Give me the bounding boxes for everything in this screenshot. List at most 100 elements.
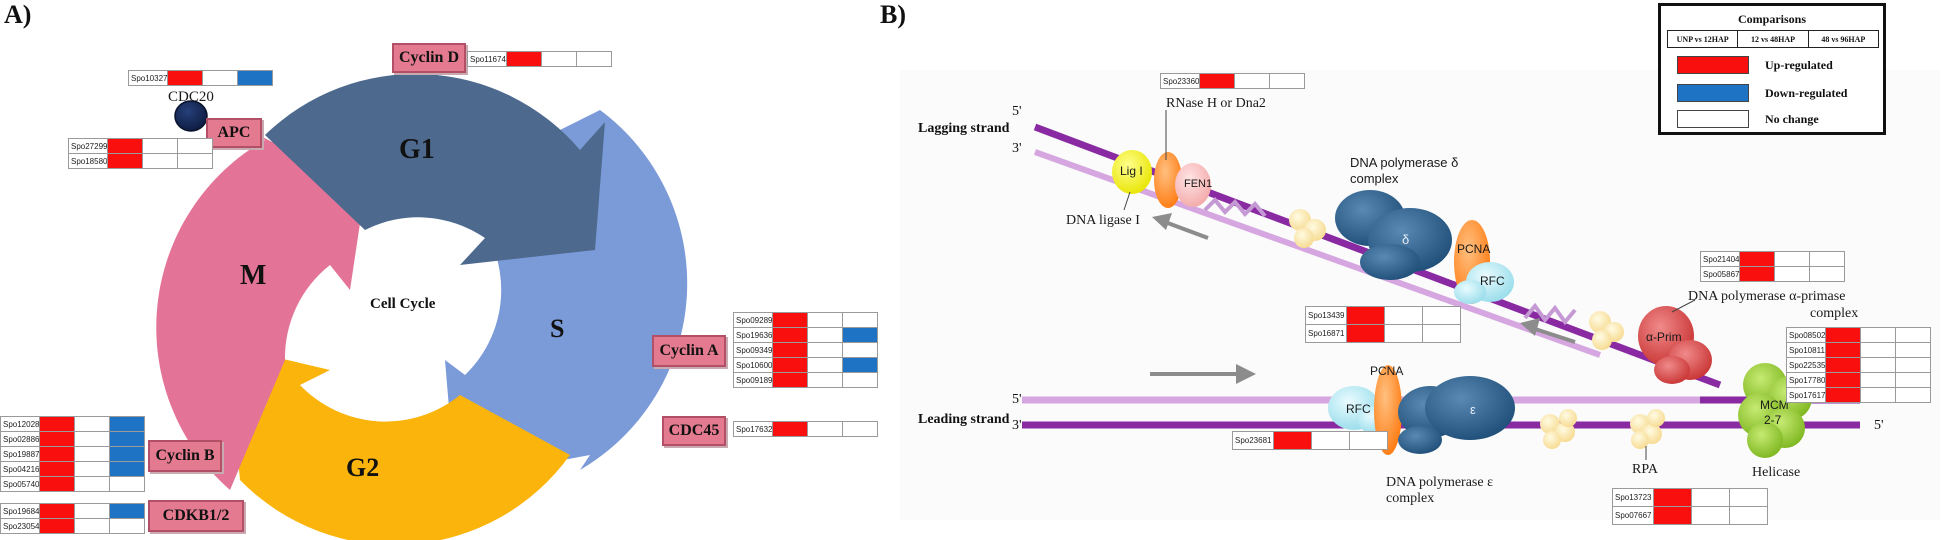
expression-cell-none (1384, 324, 1423, 343)
leading-3prime: 3' (1012, 418, 1022, 433)
legend-column-3: 48 vs 96HAP (1821, 34, 1866, 44)
expression-cell-none (1311, 431, 1350, 450)
gene-id: Spo18580 (67, 153, 109, 169)
cyclin-d-label: Cyclin D (392, 43, 466, 73)
gene-id: Spo05867 (1699, 266, 1741, 282)
gene-id: Spo13723 (1612, 488, 1654, 507)
expression-cell-up (39, 503, 76, 519)
gene-row: Spo13723 (1612, 488, 1768, 507)
expression-cell-none (142, 153, 179, 169)
delta-symbol: δ (1402, 232, 1410, 247)
phase-g1-label: G1 (399, 134, 435, 165)
expression-cell-none (1422, 306, 1461, 325)
expression-cell-none (1860, 387, 1897, 403)
cdc20-expression-table: Spo10327 (127, 70, 274, 86)
gene-id: Spo23360 (1159, 73, 1201, 89)
expression-cell-none (177, 138, 214, 154)
expression-cell-down (237, 70, 274, 86)
mcm-label-2: 2-7 (1764, 413, 1782, 427)
cyclin-a-label: Cyclin A (652, 335, 726, 367)
gene-id: Spo19684 (0, 503, 41, 519)
expression-cell-none (1895, 327, 1932, 343)
expression-cell-up (1825, 357, 1862, 373)
pol-delta-label-1: DNA polymerase δ (1350, 155, 1459, 170)
cdc20-label: CDC20 (168, 89, 214, 105)
expression-cell-up (506, 51, 542, 67)
expression-cell-none (1269, 73, 1306, 89)
expression-cell-none (807, 421, 844, 437)
expression-cell-none (1860, 372, 1897, 388)
lig-i-label: Lig I (1120, 164, 1143, 178)
expression-cell-up (1653, 506, 1692, 525)
fen1-label: FEN1 (1184, 178, 1213, 190)
pol-alpha-protein (1638, 306, 1712, 384)
expression-cell-none (74, 503, 111, 519)
expression-cell-none (842, 372, 879, 388)
expression-cell-none (74, 431, 111, 447)
lagging-strand-label: Lagging strand (918, 121, 1010, 136)
gene-row: Spo22535 (1785, 357, 1932, 373)
expression-cell-none (74, 461, 111, 477)
legend-down-swatch (1677, 84, 1749, 102)
expression-cell-none (1422, 324, 1461, 343)
expression-cell-none (576, 51, 612, 67)
leading-direction-arrow (1150, 364, 1256, 384)
expression-cell-up (39, 476, 76, 492)
lagging-3prime: 3' (1012, 141, 1022, 156)
pol-alpha-label-1: DNA polymerase α-primase (1688, 289, 1846, 304)
expression-cell-up (1653, 488, 1692, 507)
gene-row: Spo18580 (67, 153, 214, 169)
expression-cell-none (1860, 357, 1897, 373)
phase-m-arrow (156, 128, 365, 490)
expression-cell-none (1895, 357, 1932, 373)
gene-id: Spo22535 (1785, 357, 1827, 373)
expression-cell-none (1895, 342, 1932, 358)
gene-row: Spo04216 (0, 461, 146, 477)
gene-row: Spo19684 (0, 503, 146, 519)
expression-cell-none (807, 342, 844, 358)
expression-cell-up (1825, 372, 1862, 388)
gene-id: Spo23054 (0, 518, 41, 534)
gene-row: Spo11674 (467, 51, 612, 67)
expression-cell-down (842, 327, 879, 343)
expression-cell-up (39, 431, 76, 447)
rfc-lagging-label: RFC (1480, 274, 1505, 288)
cdkb-label: CDKB1/2 (148, 500, 244, 532)
rfc-leading-label: RFC (1346, 402, 1371, 416)
expression-cell-none (807, 372, 844, 388)
legend-column-1: UNP vs 12HAP (1668, 31, 1739, 47)
expression-cell-none (202, 70, 239, 86)
expression-cell-none (109, 476, 146, 492)
panel-b-label: B) (880, 0, 906, 29)
gene-row: Spo07667 (1612, 506, 1768, 525)
pol-eps-label-1: DNA polymerase ε (1386, 475, 1493, 490)
expression-cell-up (772, 421, 809, 437)
lagging-direction-arrow (1152, 213, 1209, 240)
legend-up-swatch (1677, 56, 1749, 74)
phase-m-label: M (240, 260, 267, 291)
expression-cell-up (1825, 342, 1862, 358)
legend-column-2: 12 vs 48HAP (1738, 31, 1809, 47)
cdc45-expression-table: Spo17632 (732, 421, 879, 437)
expression-cell-none (1860, 327, 1897, 343)
mcm-label-1: MCM (1760, 398, 1789, 412)
expression-cell-up (1346, 324, 1385, 343)
expression-cell-none (177, 153, 214, 169)
gene-row: Spo21404 (1699, 251, 1846, 267)
expression-cell-none (807, 327, 844, 343)
pcna-leading-label: PCNA (1370, 364, 1404, 378)
gene-row: Spo05740 (0, 476, 146, 492)
legend-up-label: Up-regulated (1765, 58, 1833, 72)
expression-cell-none (109, 518, 146, 534)
cyclin-b-label: Cyclin B (148, 440, 222, 472)
gene-row: Spo17617 (1785, 387, 1932, 403)
rpa-beads-leading (1540, 409, 1665, 449)
phase-g1-arrow (265, 73, 605, 265)
